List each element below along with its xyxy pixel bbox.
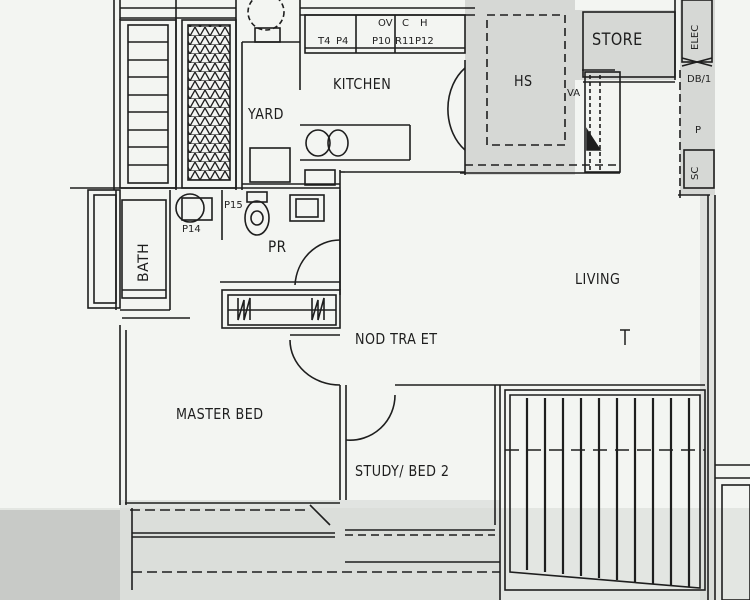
fixture-label-p14: P14 bbox=[182, 224, 201, 235]
room-label-study-bed2: STUDY/ BED 2 bbox=[355, 462, 450, 480]
fixture-label-ov: OV bbox=[378, 18, 393, 29]
fixture-label-p12: P12 bbox=[415, 36, 434, 47]
room-label-pr: PR bbox=[268, 237, 287, 256]
room-label-living: LIVING bbox=[575, 270, 621, 288]
fixture-label-p10: P10 bbox=[372, 36, 391, 47]
fixture-label-elec: ELEC bbox=[690, 24, 701, 50]
room-label-store: STORE bbox=[592, 30, 643, 50]
walls bbox=[70, 0, 750, 600]
fixture-label-p15: P15 bbox=[224, 200, 243, 211]
living-mark bbox=[620, 329, 630, 345]
fixture-label-p4: P4 bbox=[336, 36, 349, 47]
fixture-label-sc: SC bbox=[690, 166, 701, 180]
room-label-bath: BATH bbox=[136, 242, 152, 282]
fixture-label-c: C bbox=[402, 18, 409, 29]
fixture-label-p: P bbox=[695, 125, 702, 136]
room-label-kitchen: KITCHEN bbox=[333, 75, 392, 93]
room-label-nod-traet: NOD TRA ET bbox=[355, 330, 438, 348]
fixture-label-h: H bbox=[420, 18, 428, 29]
room-label-hs: HS bbox=[514, 72, 533, 90]
room-label-master-bed: MASTER BED bbox=[176, 405, 264, 423]
fixture-label-r11: R11 bbox=[395, 36, 415, 47]
room-label-yard: YARD bbox=[248, 105, 284, 123]
fixture-label-va: VA bbox=[567, 88, 581, 99]
fixture-label-db: DB/1 bbox=[687, 74, 712, 85]
fixture-label-t4: T4 bbox=[318, 36, 331, 47]
